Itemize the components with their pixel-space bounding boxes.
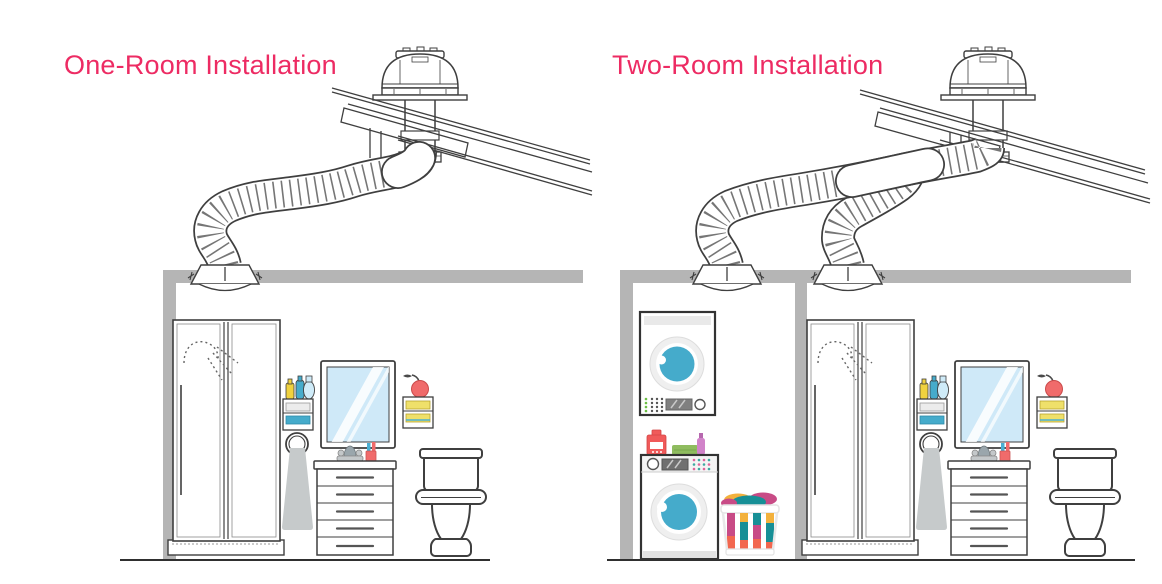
folded-towel-icon bbox=[672, 445, 698, 455]
flexible-duct bbox=[193, 141, 437, 271]
washer bbox=[639, 453, 720, 561]
wall-right-outer bbox=[620, 270, 633, 560]
washer-buttons bbox=[692, 458, 711, 471]
laundry-room bbox=[638, 310, 780, 561]
dryer bbox=[638, 310, 717, 417]
wall-right-middle bbox=[795, 283, 807, 560]
detergent-bottle-icon bbox=[646, 429, 667, 456]
washer-door-icon bbox=[661, 494, 697, 530]
dryer-door-icon bbox=[659, 346, 695, 382]
laundry-basket bbox=[720, 492, 780, 556]
basket-laundry-stripes bbox=[727, 513, 774, 550]
ceiling-vent bbox=[187, 264, 263, 292]
one-room-title: One-Room Installation bbox=[64, 50, 337, 80]
ceiling-left bbox=[163, 270, 583, 283]
ceiling-vent-bathroom bbox=[810, 264, 886, 292]
softener-bottle-icon bbox=[697, 433, 705, 455]
two-room-diagram bbox=[607, 46, 1151, 561]
one-room-diagram bbox=[120, 46, 593, 561]
bathroom-scene-left bbox=[168, 320, 486, 556]
bathroom-scene-right bbox=[802, 320, 1120, 556]
flexible-duct-laundry bbox=[695, 137, 1005, 271]
ceiling-vent-laundry bbox=[689, 264, 765, 292]
dryer-control-panel bbox=[644, 397, 706, 413]
two-room-title: Two-Room Installation bbox=[612, 50, 884, 80]
